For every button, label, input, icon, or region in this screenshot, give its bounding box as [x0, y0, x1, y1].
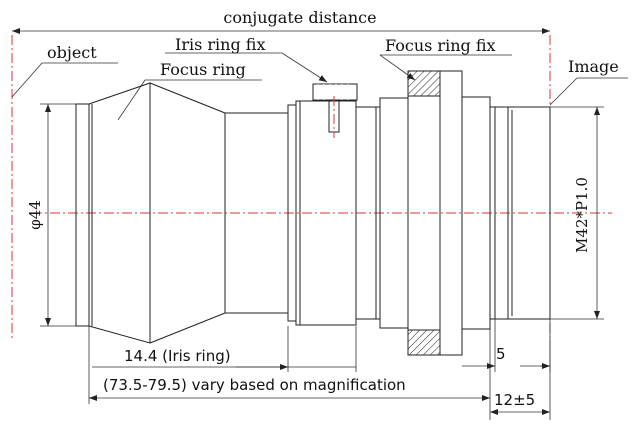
iris-fix-screw	[312, 83, 358, 138]
object-callout: object	[11, 43, 118, 98]
diameter-label: φ44	[26, 200, 44, 230]
mount-thread-dimension: M42*P1.0	[550, 106, 604, 320]
backfocus-label: 12±5	[494, 391, 535, 409]
lens-body	[75, 70, 551, 356]
iris-ring-fix-label: Iris ring fix	[175, 35, 265, 54]
focus-ring-callout: Focus ring	[117, 60, 262, 121]
iris-ring-length-dimension: 14.4 (Iris ring)	[92, 326, 357, 372]
conjugate-distance-dimension: conjugate distance	[12, 8, 550, 34]
focus-ring-fix-callout: Focus ring fix	[379, 36, 512, 81]
diameter-dimension: φ44	[26, 103, 76, 327]
iris-ring-fix-callout: Iris ring fix	[165, 35, 328, 83]
flange-5-dimension: 5	[462, 319, 551, 372]
focus-ring-fix-label: Focus ring fix	[385, 36, 496, 55]
backfocus-dimension: 12±5	[489, 340, 551, 420]
overall-length-dimension: (73.5-79.5) vary based on magnification	[88, 326, 491, 404]
image-callout: Image	[549, 57, 628, 106]
image-label: Image	[568, 57, 619, 76]
conjugate-distance-label: conjugate distance	[223, 8, 376, 27]
iris-ring-dim-label: 14.4 (Iris ring)	[124, 347, 231, 365]
overall-length-label: (73.5-79.5) vary based on magnification	[103, 376, 406, 394]
mount-thread-label: M42*P1.0	[573, 177, 591, 253]
object-label: object	[47, 43, 97, 62]
focus-ring-label: Focus ring	[160, 60, 246, 79]
flange-5-label: 5	[496, 345, 506, 363]
